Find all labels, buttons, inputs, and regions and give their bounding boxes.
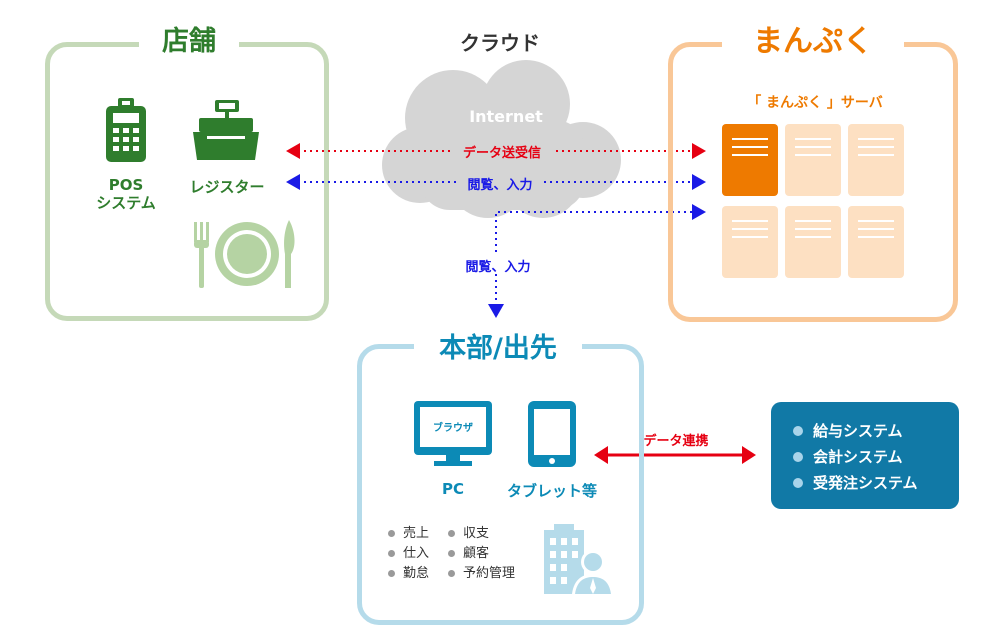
feature-item: 売上 [388, 522, 429, 541]
server-icon [848, 206, 904, 278]
cash-register-icon [193, 100, 259, 160]
manpuku-title: まんぷく [722, 24, 904, 60]
feature-item: 予約管理 [448, 562, 515, 581]
external-system-item: 給与システム [793, 420, 903, 441]
hq-title: 本部/出先 [414, 330, 582, 368]
arrow-right-blue-2 [692, 204, 706, 220]
data-link-label: データ連携 [643, 434, 709, 449]
feature-item: 勤怠 [388, 562, 429, 581]
tablet-icon [528, 401, 576, 467]
pc-monitor-icon [414, 401, 492, 466]
internet-label: Internet [469, 107, 543, 126]
arrow-left-red [286, 143, 300, 159]
pos-label-line2: システム [96, 194, 156, 212]
view-input-down-label: 閲覧、入力 [456, 256, 540, 275]
plate-cutlery-icon [194, 220, 295, 288]
pos-label: POS システム [86, 176, 166, 212]
manpuku-server-label: 「 まんぷく 」サーバ [747, 95, 883, 111]
pos-label-line1: POS [108, 176, 144, 194]
store-title: 店舗 [139, 24, 239, 60]
data-transfer-label: データ送受信 [450, 142, 554, 161]
arrow-left-blue [286, 174, 300, 190]
external-system-item: 受発注システム [793, 472, 918, 493]
feature-item: 仕入 [388, 542, 429, 561]
register-label: レジスター [189, 178, 265, 196]
feature-item: 収支 [448, 522, 489, 541]
external-system-item: 会計システム [793, 446, 903, 467]
view-input-label: 閲覧、入力 [458, 174, 542, 193]
pos-terminal-icon [106, 98, 146, 162]
server-icon [785, 206, 841, 278]
browser-label: ブラウザ [433, 423, 473, 434]
arrow-right-link [742, 446, 756, 464]
server-icon [785, 124, 841, 196]
server-icon [722, 206, 778, 278]
arrow-right-red [692, 143, 706, 159]
pc-label: PC [441, 480, 464, 498]
arrow-left-link [594, 446, 608, 464]
person-icon [572, 550, 614, 594]
external-systems-panel: 給与システム 会計システム 受発注システム [771, 402, 959, 509]
server-icon [848, 124, 904, 196]
server-icon [722, 124, 778, 196]
feature-item: 顧客 [448, 542, 489, 561]
arrow-down-blue [488, 304, 504, 318]
cloud-title: クラウド [460, 31, 540, 55]
tablet-label: タブレット等 [506, 482, 597, 500]
arrow-right-blue [692, 174, 706, 190]
